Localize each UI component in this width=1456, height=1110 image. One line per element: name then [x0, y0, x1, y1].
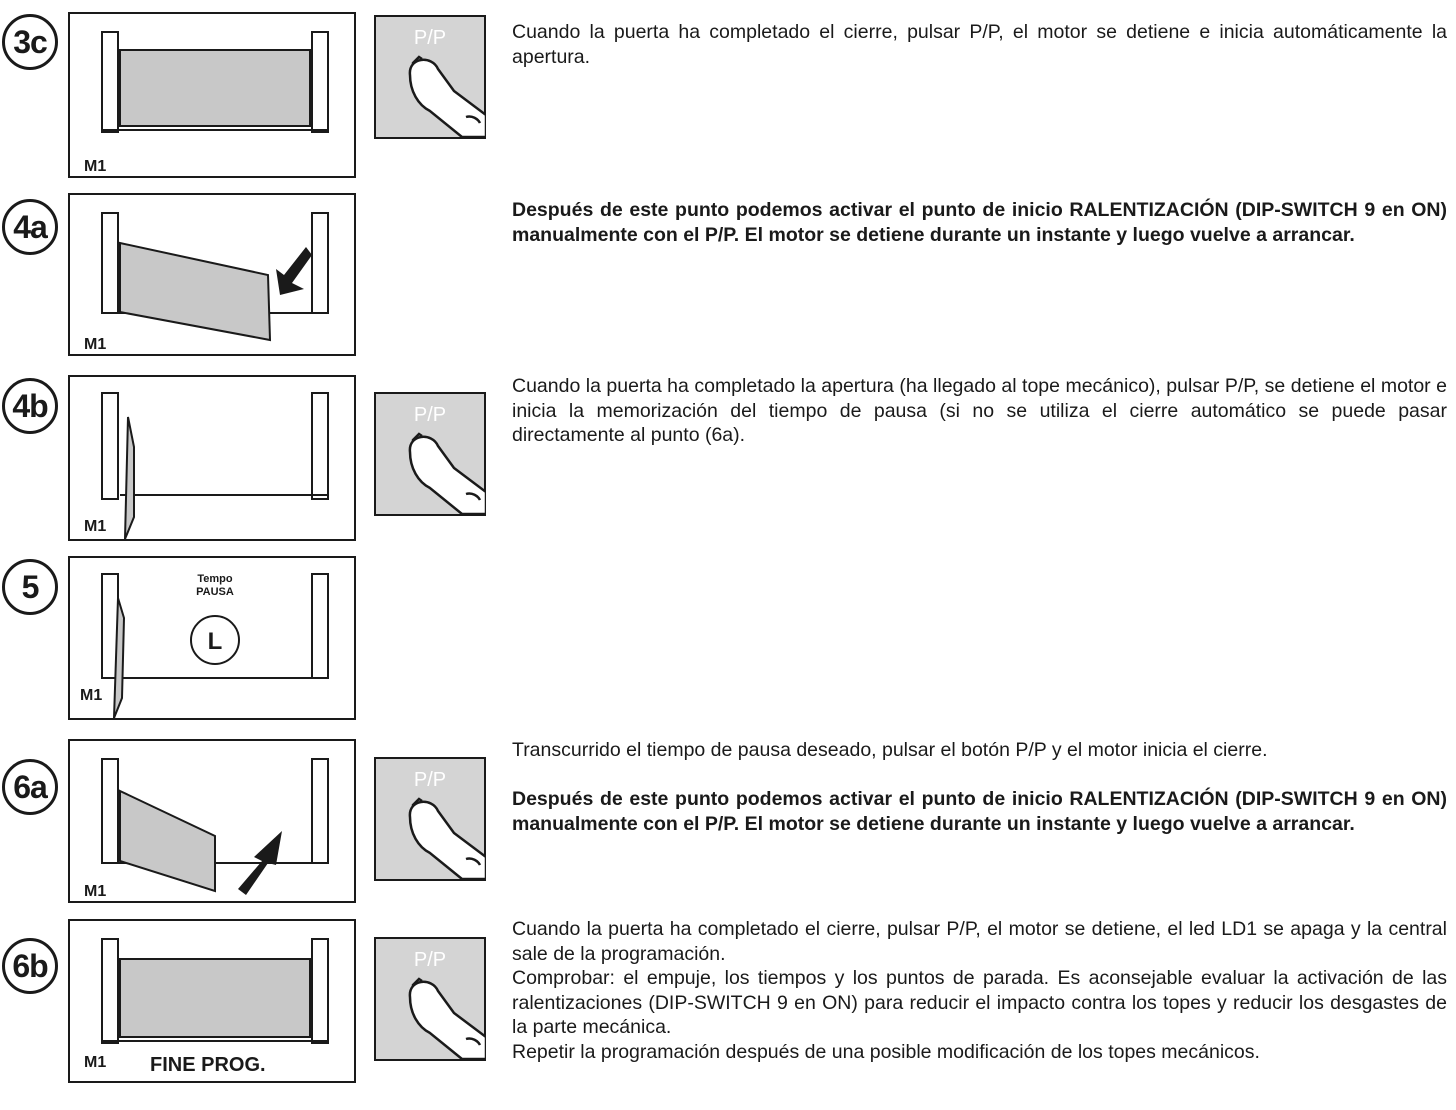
motor-label: M1 [84, 883, 106, 900]
clock-icon: L [190, 615, 240, 665]
instruction-3c: Cuando la puerta ha completado el cierre… [512, 21, 1447, 68]
pp-button-3c: P/P [374, 15, 486, 139]
gate-diagram-6a: M1 [68, 739, 356, 903]
pp-label: P/P [414, 404, 446, 426]
instruction-6a: Transcurrido el tiempo de pausa deseado,… [512, 739, 1268, 761]
step-badge-4a: 4a [2, 199, 58, 255]
instruction-6a-bold: Después de este punto podemos activar el… [512, 788, 1447, 835]
instruction-4a: Después de este punto podemos activar el… [512, 199, 1447, 246]
step-badge-label: 4b [12, 387, 48, 424]
gate-diagram-4b: M1 [68, 375, 356, 541]
step-badge-6b: 6b [2, 938, 58, 994]
step-badge-4b: 4b [2, 378, 58, 434]
fine-prog-label: FINE PROG. [150, 1054, 266, 1076]
arrow-icon [238, 831, 282, 895]
svg-text:L: L [208, 628, 223, 655]
pp-button-6b: P/P [374, 937, 486, 1061]
gate-diagram-4a: M1 [68, 193, 356, 356]
timer-title: Tempo [197, 573, 233, 585]
pp-button-4b: P/P [374, 392, 486, 516]
finger-press-icon [408, 55, 486, 139]
arrow-icon [276, 247, 312, 295]
step-badge-label: 4a [13, 208, 48, 245]
motor-label: M1 [84, 518, 106, 535]
pp-label: P/P [414, 27, 446, 49]
motor-label: M1 [84, 1054, 106, 1071]
finger-press-icon [408, 977, 486, 1061]
step-badge-5: 5 [2, 559, 58, 615]
finger-press-icon [408, 797, 486, 881]
motor-label: M1 [80, 687, 102, 704]
timer-subtitle: PAUSA [196, 586, 234, 598]
instruction-6b: Cuando la puerta ha completado el cierre… [512, 918, 1447, 1063]
gate-diagram-3c: M1 [68, 12, 356, 178]
gate-diagram-6b: M1 FINE PROG. [68, 919, 356, 1083]
pp-button-6a: P/P [374, 757, 486, 881]
step-badge-label: 6a [13, 768, 48, 805]
step-badge-3c: 3c [2, 14, 58, 70]
step-badge-6a: 6a [2, 759, 58, 815]
pp-label: P/P [414, 949, 446, 971]
instruction-4b: Cuando la puerta ha completado la apertu… [512, 375, 1447, 446]
step-badge-label: 5 [21, 568, 40, 605]
motor-label: M1 [84, 158, 106, 175]
pp-label: P/P [414, 769, 446, 791]
motor-label: M1 [84, 336, 106, 353]
gate-diagram-5: Tempo PAUSA L M1 [68, 556, 356, 720]
step-badge-label: 6b [12, 947, 48, 984]
finger-press-icon [408, 432, 486, 516]
step-badge-label: 3c [13, 23, 48, 60]
